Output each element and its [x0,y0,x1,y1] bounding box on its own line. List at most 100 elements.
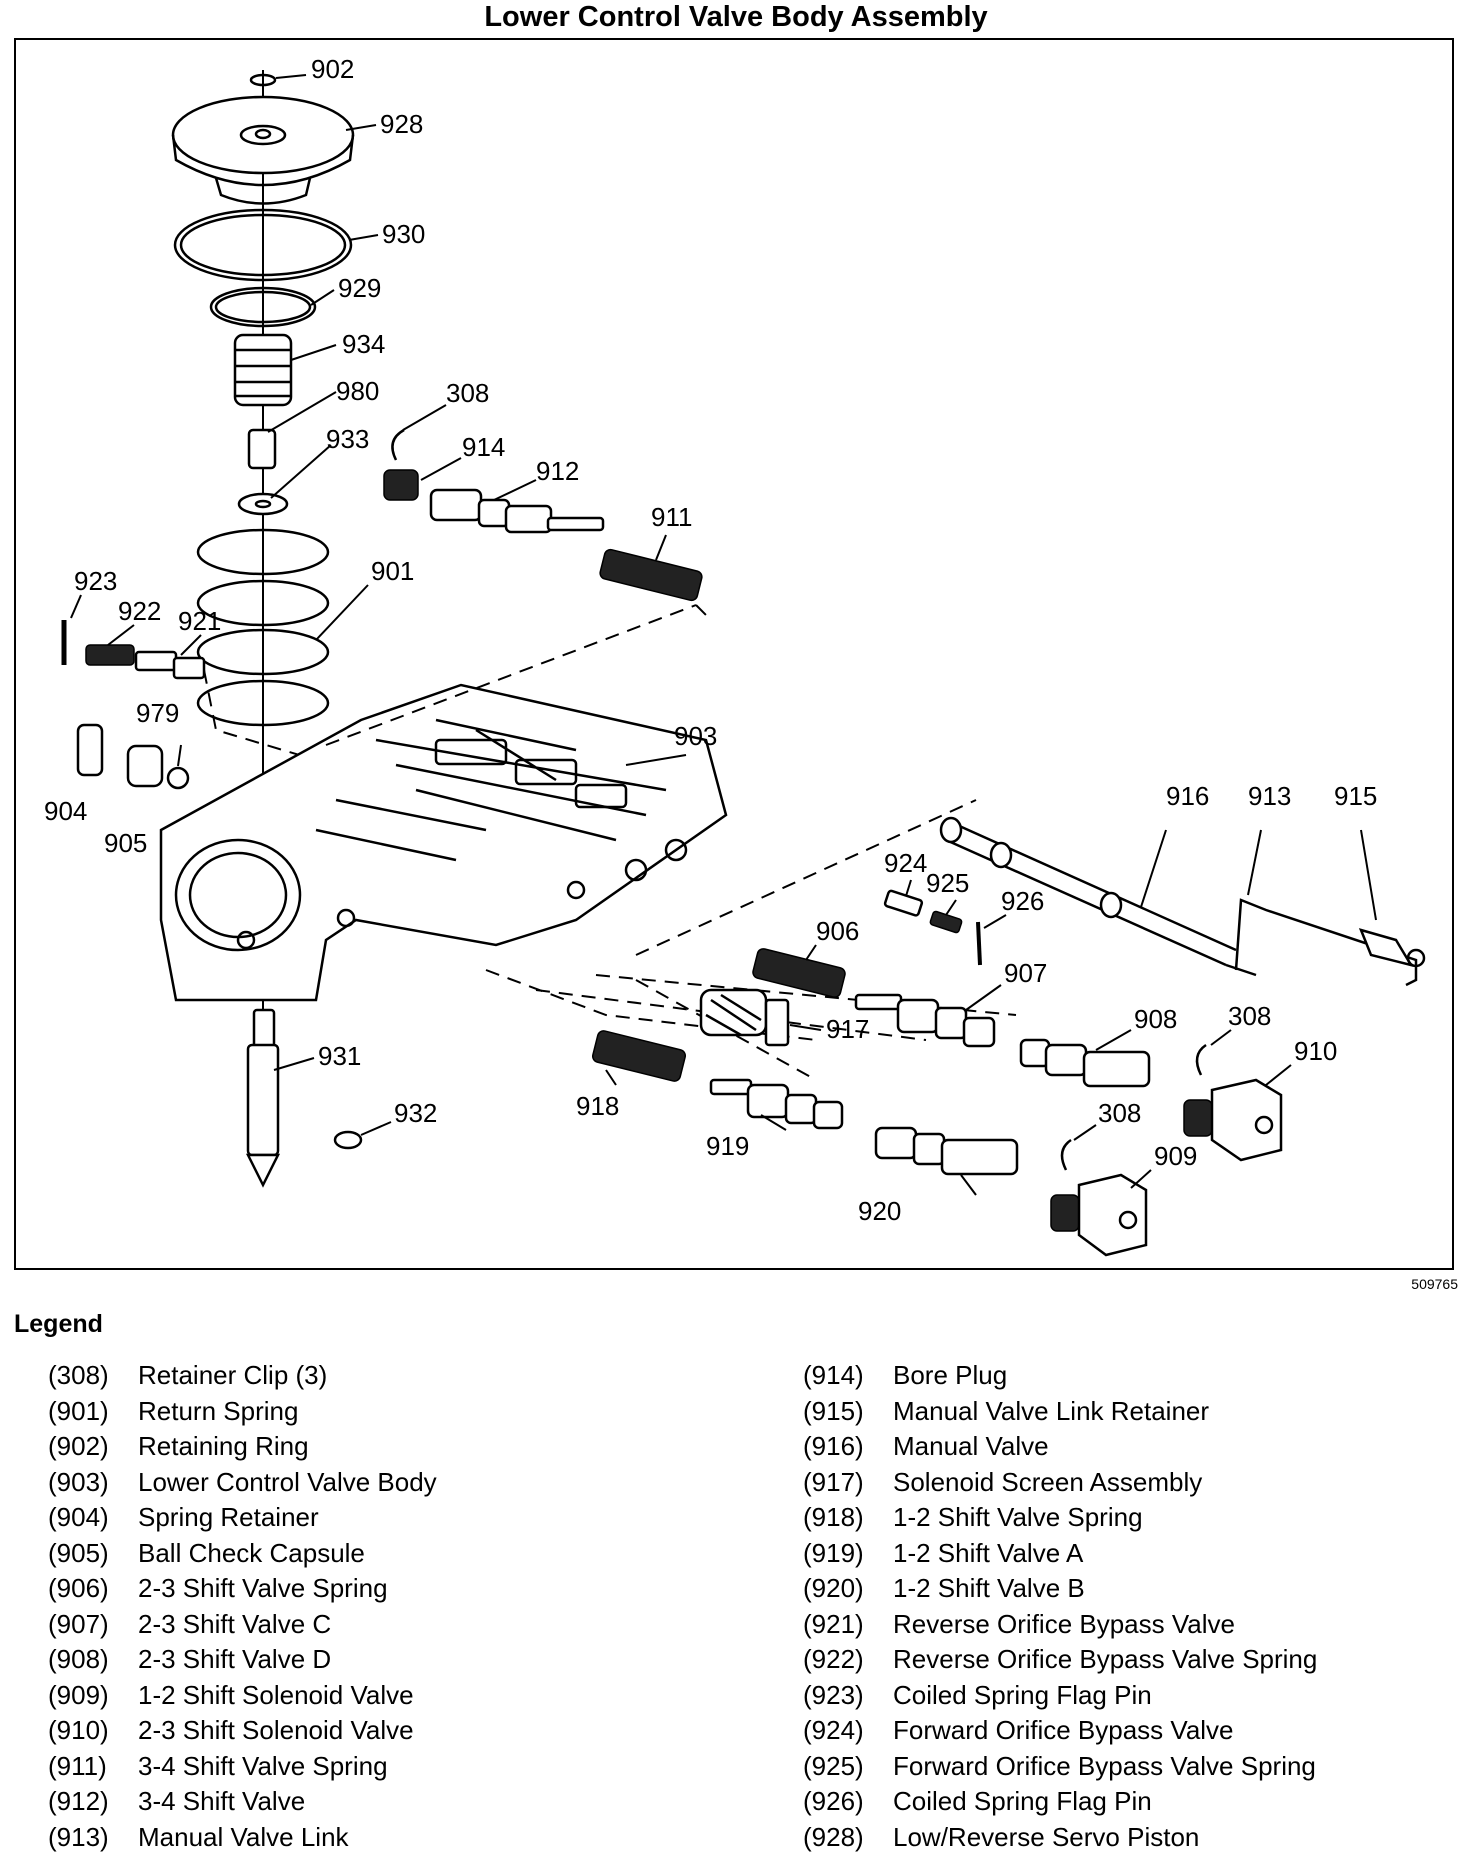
lower-control-valve-body-903 [159,683,728,1002]
legend-item-label: 3-4 Shift Valve [138,1786,306,1816]
page-title: Lower Control Valve Body Assembly [484,1,988,33]
callout-905: 905 [104,828,147,858]
legend-item: (917)Solenoid Screen Assembly [803,1465,1317,1501]
shift-valve-d-908 [1019,1038,1151,1088]
shift-valve-a-919 [709,1078,844,1130]
legend-item-number: (912) [48,1786,109,1816]
callout-904: 904 [44,796,87,826]
legend-item-label: Manual Valve [893,1431,1049,1461]
legend-item-number: (913) [48,1821,109,1852]
legend-item-number: (901) [48,1395,109,1426]
legend-item-label: Reverse Orifice Bypass Valve Spring [893,1644,1318,1674]
callout-903: 903 [674,721,717,751]
cushion-spring-934 [233,333,293,407]
callout-920: 920 [858,1196,901,1226]
legend-item-label: Bore Plug [893,1360,1008,1390]
callout-906: 906 [816,916,859,946]
legend-column-right: (914) Bore Plug (915) Manual Valve Link Ret… [803,1358,1317,1855]
callout-917: 917 [826,1014,869,1044]
washer-933 [237,492,289,516]
bypass-spring-922 [85,644,135,666]
link-retainer-915 [1358,928,1426,968]
figure-id: 509765 [1411,1276,1458,1292]
legend-item: (919) 1-2 Shift Valve A [803,1536,1317,1572]
legend-item-label: 2-3 Shift Valve Spring [138,1573,388,1603]
legend-item-label: Coiled Spring Flag Pin [893,1786,1152,1816]
legend-item-label: Forward Orifice Bypass Valve [893,1715,1234,1745]
bore-plug-914 [383,469,419,501]
legend-item-number: (919) [803,1537,864,1568]
callout-924: 924 [884,848,927,878]
callout-980: 980 [336,376,379,406]
legend-item-number: (903) [48,1466,109,1497]
callout-925: 925 [926,868,969,898]
callout-908: 908 [1134,1004,1177,1034]
callout-928: 928 [380,109,423,139]
legend-title: Legend [14,1310,103,1338]
diagram-frame: 902 928 930 929 934 980 308 933 914 912 … [14,38,1454,1270]
legend-item: (928)Low/Reverse Servo Piston [803,1820,1317,1856]
legend-item: (308)Retainer Clip (3) [48,1358,437,1394]
legend-item: (903) Lower Control Valve Body [48,1465,437,1501]
legend-item-number: (922) [803,1644,864,1674]
legend-item: (914) Bore Plug [803,1358,1317,1394]
callout-930: 930 [382,219,425,249]
legend-item: (913)Manual Valve Link [48,1820,437,1856]
legend-item: (909) 1-2 Shift Solenoid Valve [48,1678,437,1714]
legend-item-label: 2-3 Shift Solenoid Valve [138,1715,414,1745]
legend-item-label: Forward Orifice Bypass Valve Spring [893,1750,1316,1781]
legend-item-number: (907) [48,1608,109,1639]
callout-921: 921 [178,606,221,636]
callout-901: 901 [371,556,414,586]
legend-item-number: (904) [48,1502,109,1532]
leader-lines [70,74,1377,1196]
callout-923: 923 [74,566,117,596]
legend-item: (908)2-3 Shift Valve D [48,1642,437,1678]
callout-907: 907 [1004,958,1047,988]
legend-item-label: 1-2 Shift Solenoid Valve [138,1679,414,1710]
legend-item-number: (916) [803,1431,864,1461]
callout-929: 929 [338,273,381,303]
retainer-clip-308-upper [391,428,405,461]
pin-980 [247,428,277,470]
solenoid-valve-909 [1050,1173,1148,1257]
callout-909: 909 [1154,1141,1197,1171]
callout-308-middle: 308 [1228,1001,1271,1031]
legend-item-label: Low/Reverse Servo Piston [893,1821,1200,1852]
seal-929 [209,286,317,328]
legend-item-number: (920) [803,1573,864,1603]
bypass-valve-921 [134,650,206,680]
legend-item-label: Retaining Ring [138,1431,309,1461]
legend-item-number: (909) [48,1679,109,1710]
callout-931: 931 [318,1041,361,1071]
solenoid-screen-917 [699,988,790,1047]
legend-item-number: (911) [48,1750,107,1781]
callout-918: 918 [576,1091,619,1121]
legend-item-label: 1-2 Shift Valve A [893,1537,1084,1568]
legend-item-number: (915) [803,1395,864,1426]
check-ball-979 [166,766,190,790]
shift-valve-spring-906 [752,948,846,998]
seal-930 [173,208,353,282]
callout-919: 919 [706,1131,749,1161]
legend-item-number: (902) [48,1431,109,1461]
legend-item-number: (914) [803,1360,864,1390]
solenoid-valve-910 [1183,1078,1283,1162]
manual-valve-link-913 [1234,898,1418,987]
legend-item-label: Return Spring [138,1395,299,1426]
legend-item: (916) Manual Valve [803,1429,1317,1465]
legend-item: (918)1-2 Shift Valve Spring [803,1500,1317,1536]
flag-pin-926 [976,921,982,966]
callout-934: 934 [342,329,385,359]
servo-piston-928 [171,95,355,205]
legend-item-label: Manual Valve Link Retainer [893,1395,1210,1426]
legend-item: (915) Manual Valve Link Retainer [803,1394,1317,1430]
legend-item-number: (908) [48,1644,109,1674]
legend-item-label: Lower Control Valve Body [138,1466,437,1497]
legend-item: (925)Forward Orifice Bypass Valve Spring [803,1749,1317,1785]
ball-check-capsule-905 [126,744,164,788]
legend-column-left: (308)Retainer Clip (3)(901) Return Spring… [48,1358,437,1855]
legend-item-label: 1-2 Shift Valve B [893,1573,1085,1603]
callout-913: 913 [1248,781,1291,811]
shift-valve-b-920 [874,1126,1019,1176]
